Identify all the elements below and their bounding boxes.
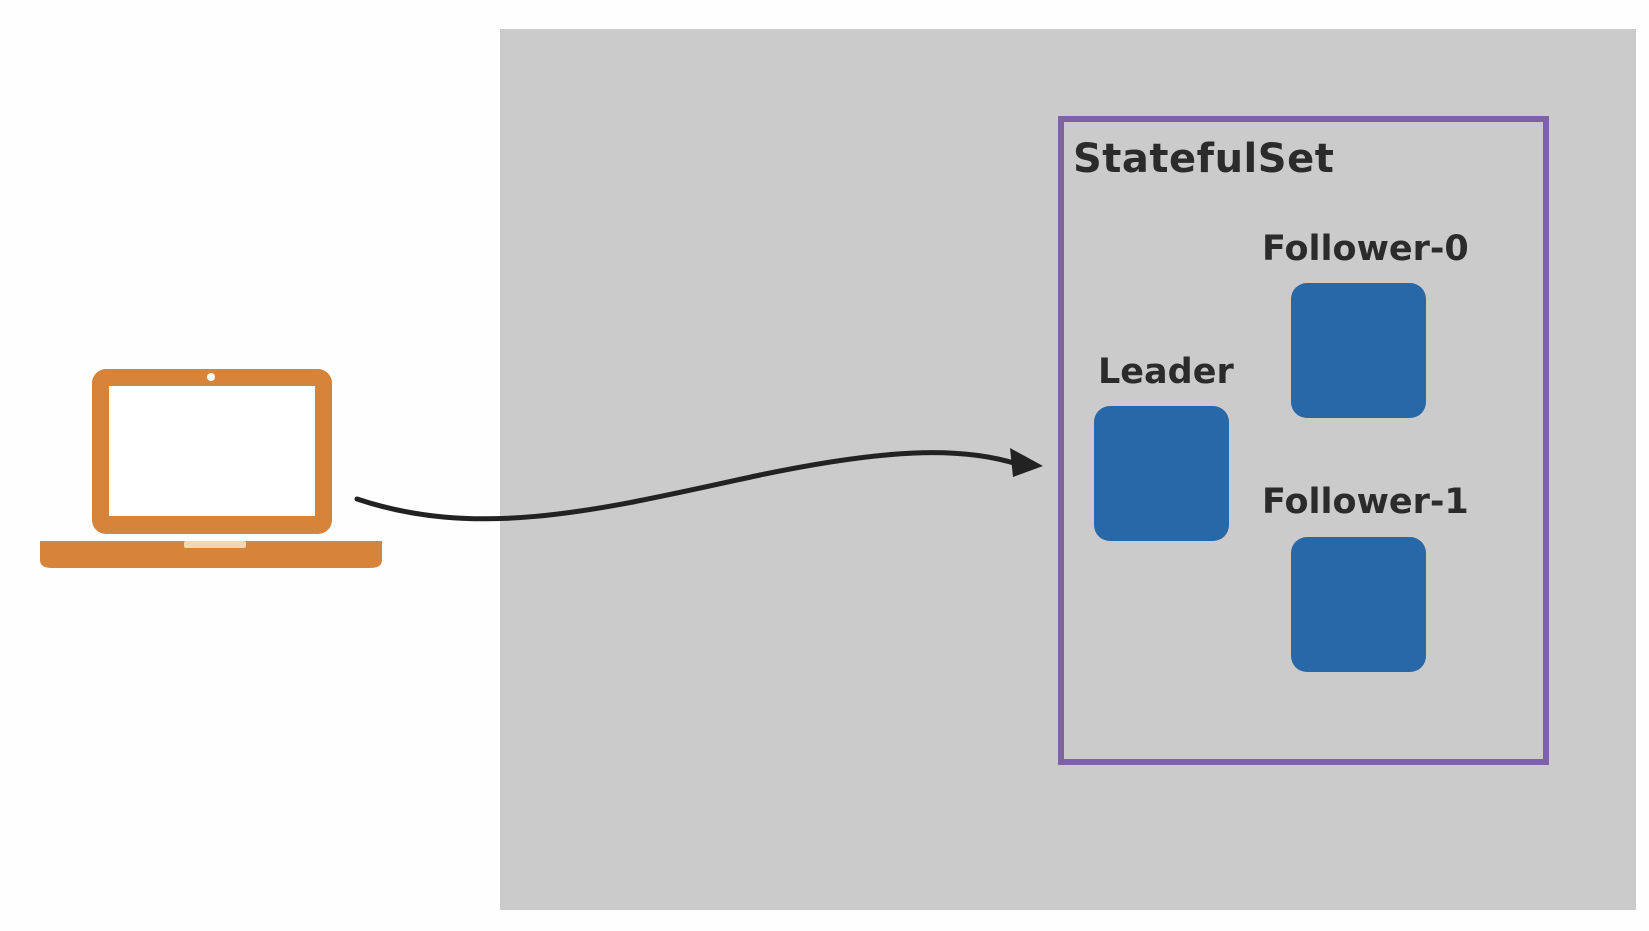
follower-1-label: Follower-1 [1262, 482, 1469, 522]
leader-pod [1094, 406, 1229, 541]
leader-label: Leader [1098, 352, 1234, 392]
statefulset-title: StatefulSet [1073, 136, 1335, 182]
follower-0-label: Follower-0 [1262, 229, 1469, 269]
follower-0-pod [1291, 283, 1426, 418]
follower-1-pod [1291, 537, 1426, 672]
statefulset-box [1058, 116, 1549, 765]
